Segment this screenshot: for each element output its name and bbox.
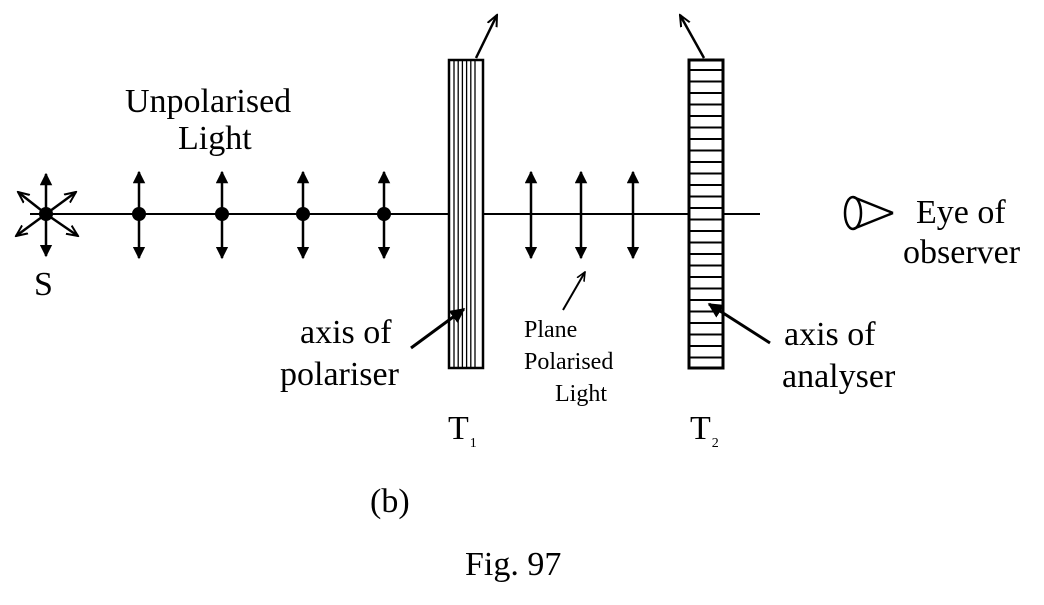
- eye-icon: [843, 195, 894, 231]
- source-label: S: [34, 266, 53, 303]
- unpolarised-label-line2: Light: [178, 120, 252, 157]
- unpolarised-vibration-arrow: [132, 170, 146, 260]
- polariser-name: T1: [448, 410, 477, 451]
- analyser-axis-arrow-top: [680, 15, 706, 59]
- analyser-axis-label-line1: axis of: [784, 316, 876, 353]
- analyser-axis-label-line2: analyser: [782, 358, 896, 395]
- unpolarised-vibration-arrow: [215, 170, 229, 260]
- polariser-axis-pointer: [410, 307, 466, 350]
- unpolarised-vibration-arrow: [296, 170, 310, 260]
- plane-polarised-vibrations: [524, 170, 640, 260]
- polariser-name-main: T: [448, 410, 469, 447]
- polariser-axis-label-line2: polariser: [280, 356, 399, 393]
- analyser-t2: [687, 58, 725, 370]
- polariser-axis-arrow-top: [474, 15, 499, 59]
- polariser-t1: [447, 58, 485, 370]
- plane-polarised-label-line1: Plane: [524, 317, 578, 343]
- analyser-name-subscript: 2: [711, 436, 719, 451]
- plane-polarised-label-line3: Light: [555, 381, 607, 407]
- source-s: [16, 172, 78, 258]
- plane-polarised-label-line2: Polarised: [524, 349, 614, 375]
- unpolarised-label-line1: Unpolarised: [125, 83, 292, 120]
- unpolarised-vibration-arrow: [377, 170, 391, 260]
- eye-label-line1: Eye of: [916, 194, 1006, 231]
- analyser-axis-pointer: [707, 302, 771, 345]
- unpolarised-vibrations: [132, 170, 391, 260]
- figure-label: Fig. 97: [465, 546, 562, 583]
- polariser-axis-label-line1: axis of: [300, 314, 392, 351]
- part-label: (b): [370, 483, 410, 520]
- eye-label-line2: observer: [903, 234, 1021, 271]
- plane-polarised-pointer: [562, 272, 585, 311]
- analyser-name-main: T: [690, 410, 711, 447]
- polariser-name-subscript: 1: [469, 436, 477, 451]
- analyser-name: T2: [690, 410, 719, 451]
